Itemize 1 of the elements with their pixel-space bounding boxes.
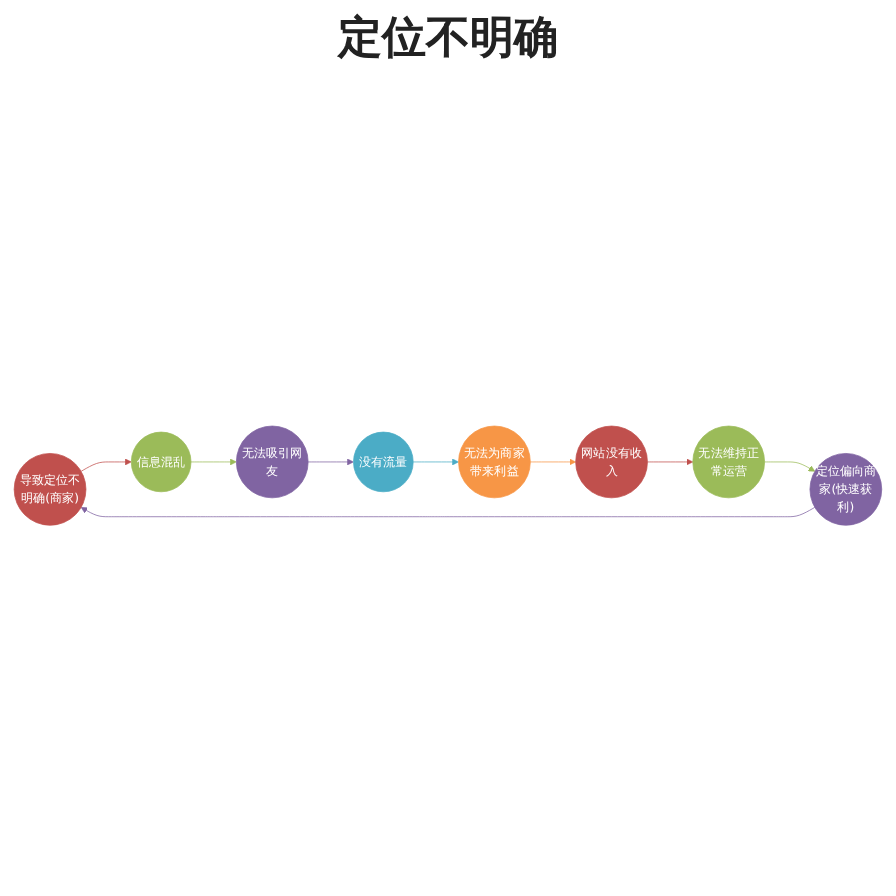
diagram-title: 定位不明确 [335, 11, 560, 68]
